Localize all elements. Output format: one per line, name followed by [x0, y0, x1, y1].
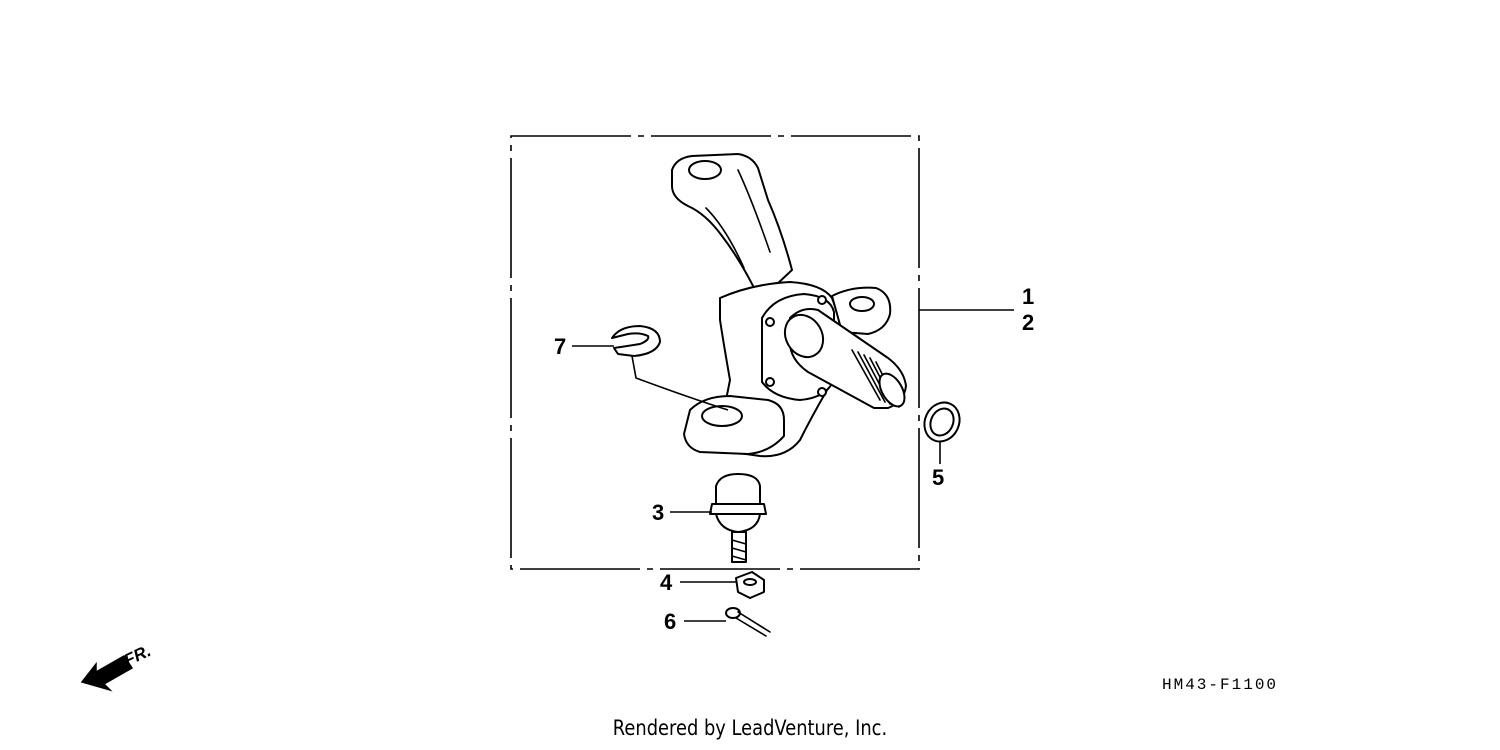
knuckle-drawing: [671, 153, 907, 458]
credit-line: Rendered by LeadVenture, Inc.: [612, 716, 888, 740]
callout-5: 5: [932, 465, 945, 490]
front-arrow-icon: [80, 655, 134, 692]
diagram-code: HM43-F1100: [1162, 676, 1279, 694]
callout-7: 7: [554, 334, 567, 359]
ball-joint-part-3: [709, 473, 767, 563]
castle-nut-part-4: [735, 571, 765, 599]
clip-part-7: [611, 325, 729, 411]
cotter-pin-part-6: [725, 607, 771, 637]
assembly-boundary: [510, 135, 920, 570]
callout-3: 3: [652, 500, 665, 525]
callout-4: 4: [660, 570, 673, 595]
callout-2: 2: [1022, 310, 1035, 335]
o-ring-part-5: [923, 401, 961, 443]
callout-6: 6: [664, 609, 677, 634]
callout-1: 1: [1022, 284, 1035, 309]
